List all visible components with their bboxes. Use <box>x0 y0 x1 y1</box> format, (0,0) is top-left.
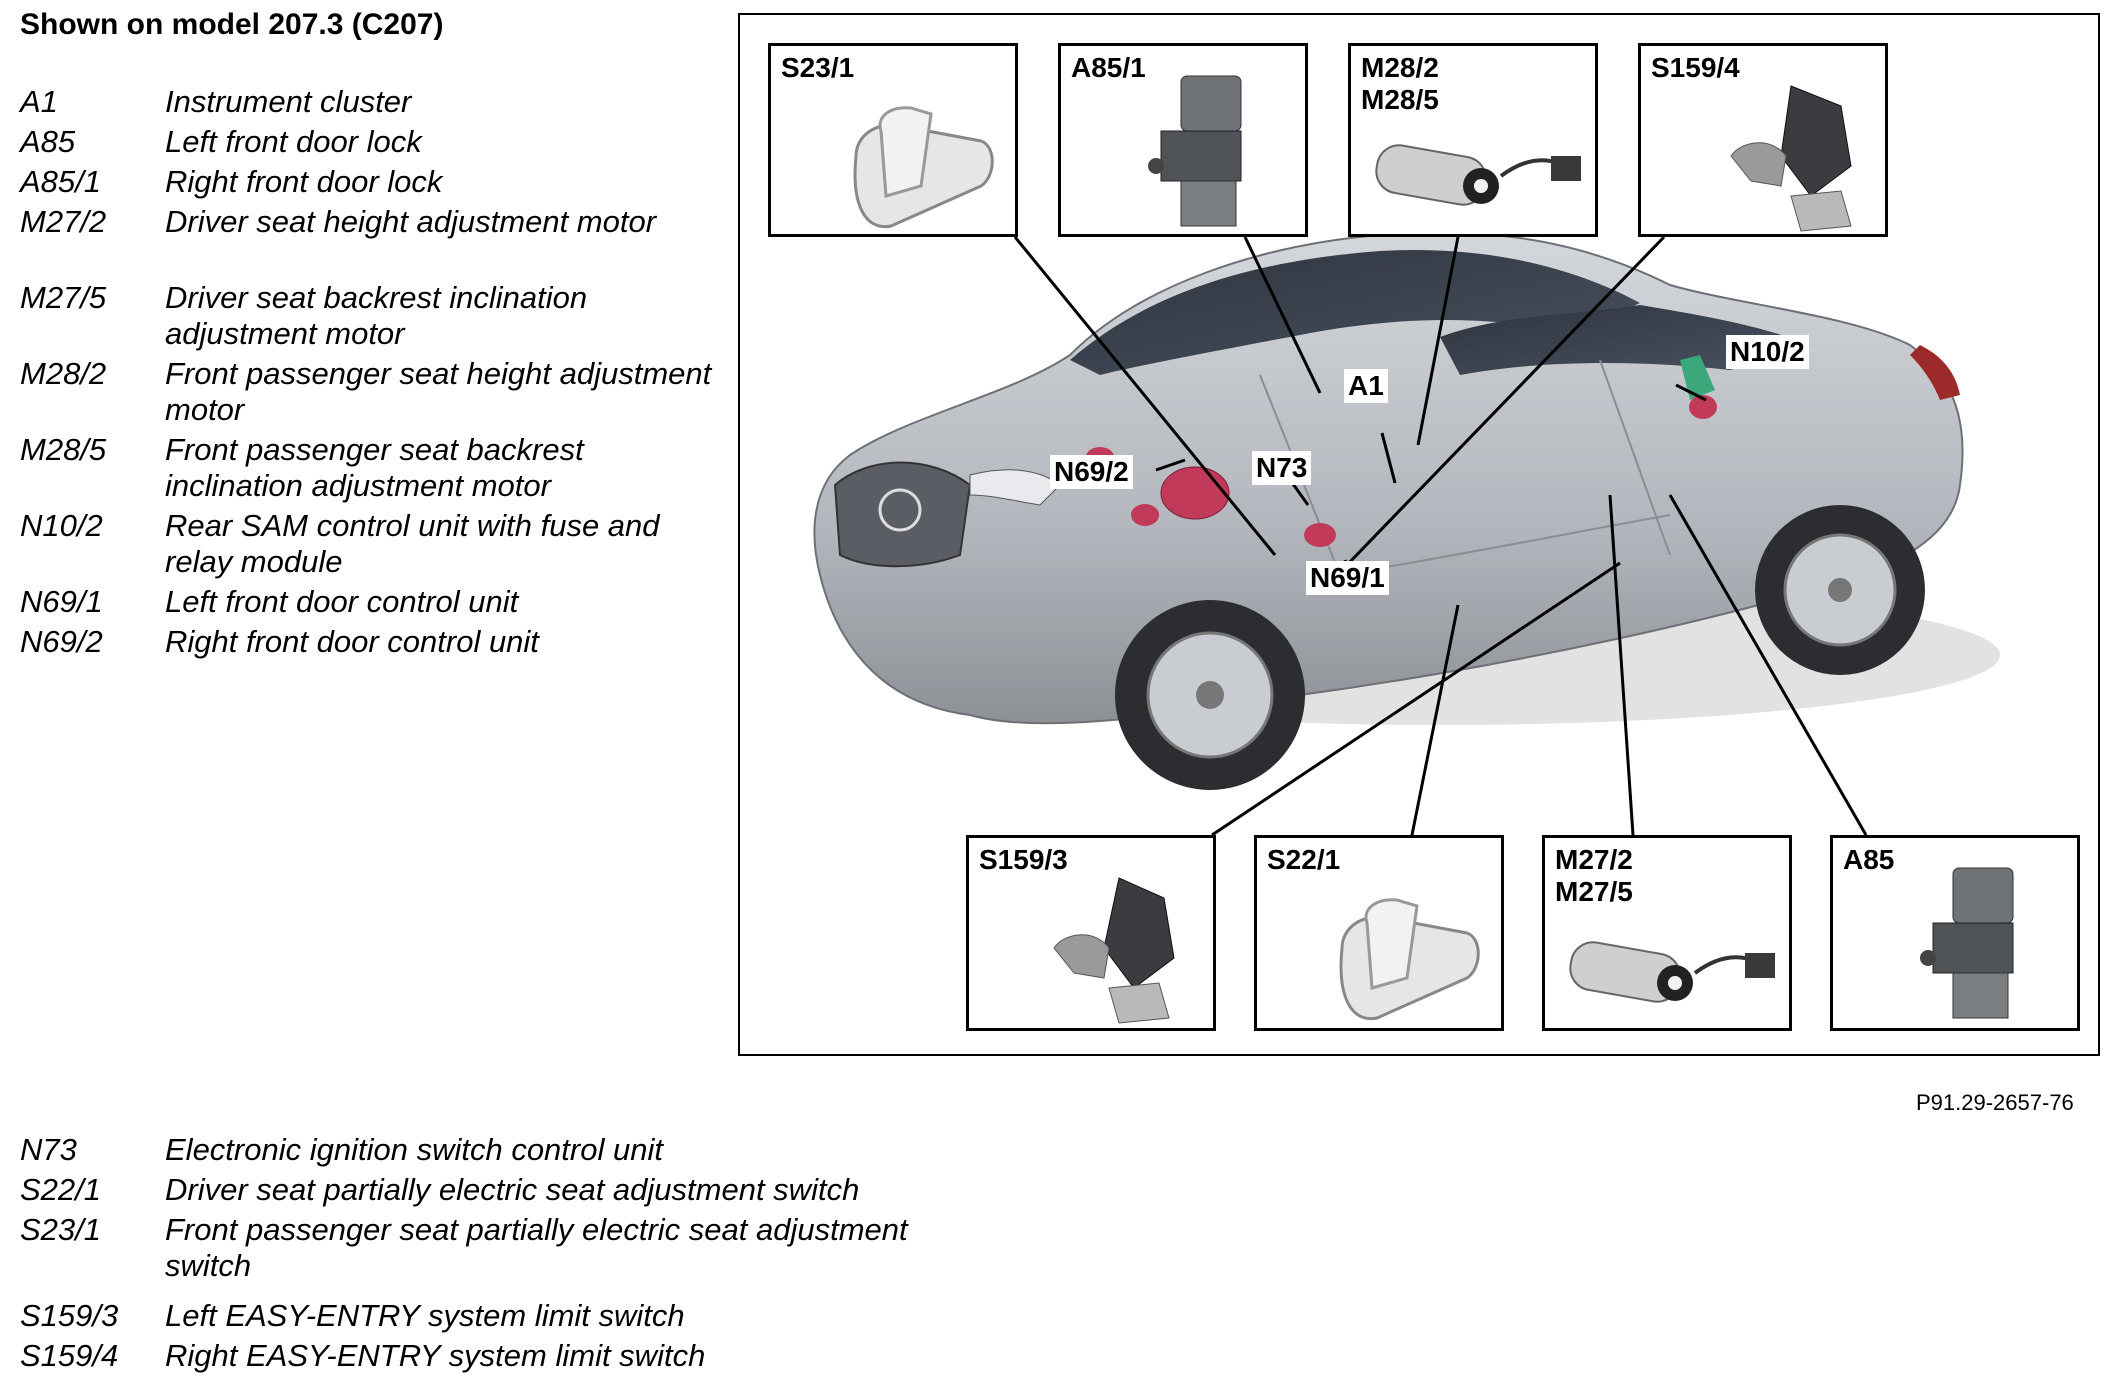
legend-code: S159/3 <box>20 1298 119 1333</box>
legend-desc: Front passenger seat partially electric … <box>165 1212 908 1283</box>
box-label: A85/1 <box>1071 52 1146 83</box>
box-label: A85 <box>1843 844 1895 875</box>
component-box-m28: M28/2 M28/5 <box>1348 43 1598 237</box>
legend-desc: Right front door lock <box>165 164 443 199</box>
limit-switch-icon <box>1053 877 1175 1024</box>
page-title: Shown on model 207.3 (C207) <box>20 8 444 41</box>
legend-desc: Instrument cluster <box>165 84 412 119</box>
box-label: S22/1 <box>1267 844 1341 875</box>
figure-reference: P91.29-2657-76 <box>1916 1090 2074 1115</box>
legend-code: M28/2 <box>20 356 107 391</box>
legend-code: A85/1 <box>20 164 102 199</box>
legend-code: N73 <box>20 1132 77 1167</box>
legend-desc: Rear SAM control unit with fuse and rela… <box>165 508 660 579</box>
legend-desc: Driver seat height adjustment motor <box>165 204 657 239</box>
legend-desc: Front passenger seat height adjustment m… <box>165 356 712 427</box>
seat-switch-icon <box>1339 898 1480 1021</box>
component-box-a85: A85 <box>1830 835 2080 1031</box>
box-label: S159/3 <box>979 844 1068 875</box>
callout-a1: A1 <box>1344 369 1388 403</box>
legend-code: A1 <box>20 84 58 119</box>
seat-switch-icon <box>853 106 994 229</box>
callout-n10-2: N10/2 <box>1726 335 1809 369</box>
component-box-m27: M27/2 M27/5 <box>1542 835 1792 1031</box>
legend-code: M27/2 <box>20 204 107 239</box>
legend-desc: Electronic ignition switch control unit <box>165 1132 663 1167</box>
legend-desc: Left front door control unit <box>165 584 519 619</box>
component-box-a85-1: A85/1 <box>1058 43 1308 237</box>
legend-code: N69/1 <box>20 584 103 619</box>
legend-code: N69/2 <box>20 624 103 659</box>
diagram-frame: S23/1 A85/1 M28/2 M28/5 S159/4 <box>738 13 2100 1056</box>
door-lock-icon <box>1148 75 1242 227</box>
component-box-s159-4: S159/4 <box>1638 43 1888 237</box>
box-label: M27/2 M27/5 <box>1555 844 1633 907</box>
component-box-s22-1: S22/1 <box>1254 835 1504 1031</box>
legend-code: A85 <box>20 124 76 159</box>
legend-code: S159/4 <box>20 1338 119 1373</box>
legend-code: M27/5 <box>20 280 107 315</box>
component-box-s159-3: S159/3 <box>966 835 1216 1031</box>
legend-code: S23/1 <box>20 1212 102 1247</box>
component-box-s23-1: S23/1 <box>768 43 1018 237</box>
legend-desc: Driver seat backrest inclination adjustm… <box>165 280 588 351</box>
limit-switch-icon <box>1730 85 1852 232</box>
legend-desc: Driver seat partially electric seat adju… <box>165 1172 860 1207</box>
legend-desc: Right EASY-ENTRY system limit switch <box>165 1338 706 1373</box>
legend-code: N10/2 <box>20 508 103 543</box>
legend-code: M28/5 <box>20 432 107 467</box>
box-label: S159/4 <box>1651 52 1740 83</box>
motor-icon <box>1569 941 1775 1003</box>
legend-desc: Front passenger seat backrest inclinatio… <box>165 432 584 503</box>
callout-n69-2: N69/2 <box>1050 455 1133 489</box>
legend-code: S22/1 <box>20 1172 102 1207</box>
box-label: M28/2 M28/5 <box>1361 52 1439 115</box>
motor-icon <box>1375 144 1581 206</box>
callout-n69-1: N69/1 <box>1306 561 1389 595</box>
box-label: S23/1 <box>781 52 855 83</box>
car-illustration <box>813 231 2000 837</box>
callout-n73: N73 <box>1252 451 1312 485</box>
legend-desc: Right front door control unit <box>165 624 539 659</box>
door-lock-icon <box>1920 867 2014 1019</box>
legend-desc: Left front door lock <box>165 124 422 159</box>
legend-desc: Left EASY-ENTRY system limit switch <box>165 1298 685 1333</box>
